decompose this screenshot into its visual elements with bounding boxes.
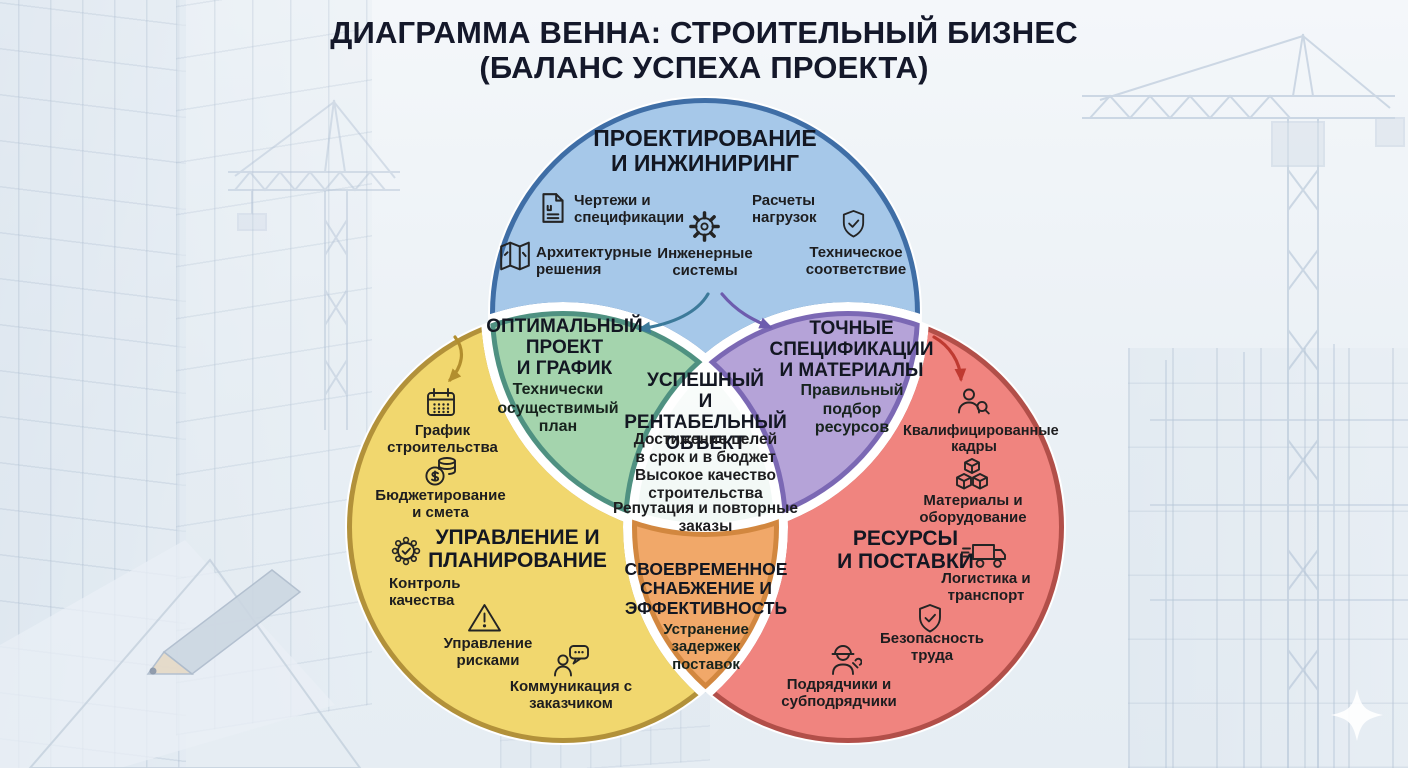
management-heading-line2: ПЛАНИРОВАНИЕ xyxy=(428,549,607,573)
resources-item-logistics: Логистика и транспорт xyxy=(941,570,1031,604)
resources-heading: РЕСУРСЫ И ПОСТАВКИ xyxy=(828,527,983,573)
shield-check-icon xyxy=(838,208,869,241)
specs-heading-line3: И МАТЕРИАЛЫ xyxy=(779,359,924,381)
optimal-heading: ОПТИМАЛЬНЫЙ ПРОЕКТ И ГРАФИК xyxy=(477,316,652,380)
resources-item-materials: Материалы и оборудование xyxy=(919,492,1027,526)
design-item-compliance: Техническое соответствие xyxy=(805,244,907,278)
management-item-risks: Управление рисками xyxy=(443,635,533,669)
success-item-reputation: Репутация и повторные заказы xyxy=(613,500,798,535)
supply-heading-line1: СВОЕВРЕМЕННОЕ xyxy=(624,559,788,579)
management-heading-line1: УПРАВЛЕНИЕ И xyxy=(435,526,600,549)
resources-item-contractors: Подрядчики и субподрядчики xyxy=(781,676,897,710)
supply-heading-line2: СНАБЖЕНИЕ И xyxy=(640,578,772,599)
management-item-qc: Контроль качества xyxy=(389,575,461,609)
management-item-budget: Бюджетирование и смета xyxy=(375,487,506,521)
page-title: ДИАГРАММА ВЕННА: СТРОИТЕЛЬНЫЙ БИЗНЕС (БА… xyxy=(0,15,1408,85)
design-to-specs-arrow xyxy=(720,292,773,329)
sparkle-watermark-icon xyxy=(1331,689,1383,741)
design-to-optimal-arrow xyxy=(637,292,710,334)
supply-heading: СВОЕВРЕМЕННОЕ СНАБЖЕНИЕ И ЭФФЕКТИВНОСТЬ xyxy=(617,559,795,618)
optimal-heading-line3: И ГРАФИК xyxy=(516,357,613,379)
title-line-2: (БАЛАНС УСПЕХА ПРОЕКТА) xyxy=(479,50,929,85)
management-item-communication: Коммуникация с заказчиком xyxy=(509,678,633,712)
blueprint-icon xyxy=(498,239,532,273)
success-item-goals: Достижение целей в срок и в бюджет xyxy=(633,431,778,466)
success-item-quality: Высокое качество строительства xyxy=(635,467,776,502)
supply-heading-line3: ЭФФЕКТИВНОСТЬ xyxy=(624,597,788,618)
design-heading-line2: И ИНЖИНИРИНГ xyxy=(610,150,800,177)
success-heading: УСПЕШНЫЙ И РЕНТАБЕЛЬНЫЙ ОБЪЕКТ xyxy=(618,370,793,455)
success-heading-line1: УСПЕШНЫЙ xyxy=(647,370,764,391)
gear-icon xyxy=(687,209,722,244)
resources-item-safety: Безопасность труда xyxy=(879,630,985,664)
design-item-architecture: Архитектурные решения xyxy=(536,244,652,278)
supply-subtitle: Устранение задержек поставок xyxy=(663,621,749,673)
optimal-subtitle: Технически осуществимый план xyxy=(497,381,619,436)
resources-heading-line2: И ПОСТАВКИ xyxy=(837,550,974,574)
design-item-drawings: Чертежи и спецификации xyxy=(574,192,685,226)
pencil-sketch xyxy=(0,540,362,768)
document-icon xyxy=(536,191,570,225)
optimal-heading-line1: ОПТИМАЛЬНЫЙ xyxy=(486,316,643,337)
truck-icon xyxy=(961,539,1007,573)
warning-triangle-icon xyxy=(466,601,503,634)
design-heading-line1: ПРОЕКТИРОВАНИЕ xyxy=(593,125,817,151)
calendar-icon xyxy=(424,386,458,420)
specs-subtitle: Правильный подбор ресурсов xyxy=(800,382,904,437)
badge-check-icon xyxy=(390,535,422,567)
resources-entry-arrow xyxy=(932,335,967,382)
optimal-heading-line2: ПРОЕКТ xyxy=(525,336,604,358)
title-line-1: ДИАГРАММА ВЕННА: СТРОИТЕЛЬНЫЙ БИЗНЕС xyxy=(330,15,1078,50)
management-item-schedule: График строительства xyxy=(387,422,498,456)
management-heading: УПРАВЛЕНИЕ И ПЛАНИРОВАНИЕ xyxy=(420,526,615,572)
specs-heading: ТОЧНЫЕ СПЕЦИФИКАЦИИ И МАТЕРИАЛЫ xyxy=(764,318,939,382)
design-item-loads: Расчеты нагрузок xyxy=(752,192,817,226)
chat-person-icon xyxy=(551,642,592,681)
specs-heading-line1: ТОЧНЫЕ xyxy=(809,318,894,339)
resources-heading-line1: РЕСУРСЫ xyxy=(852,527,959,550)
coins-icon xyxy=(422,455,459,488)
success-heading-line2: И РЕНТАБЕЛЬНЫЙ xyxy=(624,390,787,433)
building-facade-right xyxy=(1128,348,1408,768)
design-item-systems: Инженерные системы xyxy=(657,245,753,279)
success-heading-line3: ОБЪЕКТ xyxy=(665,432,746,454)
resources-item-staff: Квалифицированные кадры xyxy=(903,423,1059,456)
specs-heading-line2: СПЕЦИФИКАЦИИ xyxy=(769,338,934,360)
worker-icon xyxy=(824,641,862,681)
person-search-icon xyxy=(953,383,991,421)
management-entry-arrow xyxy=(448,335,464,383)
boxes-icon xyxy=(953,457,991,494)
safety-shield-check-icon xyxy=(914,602,946,636)
design-heading: ПРОЕКТИРОВАНИЕ И ИНЖИНИРИНГ xyxy=(545,125,865,177)
